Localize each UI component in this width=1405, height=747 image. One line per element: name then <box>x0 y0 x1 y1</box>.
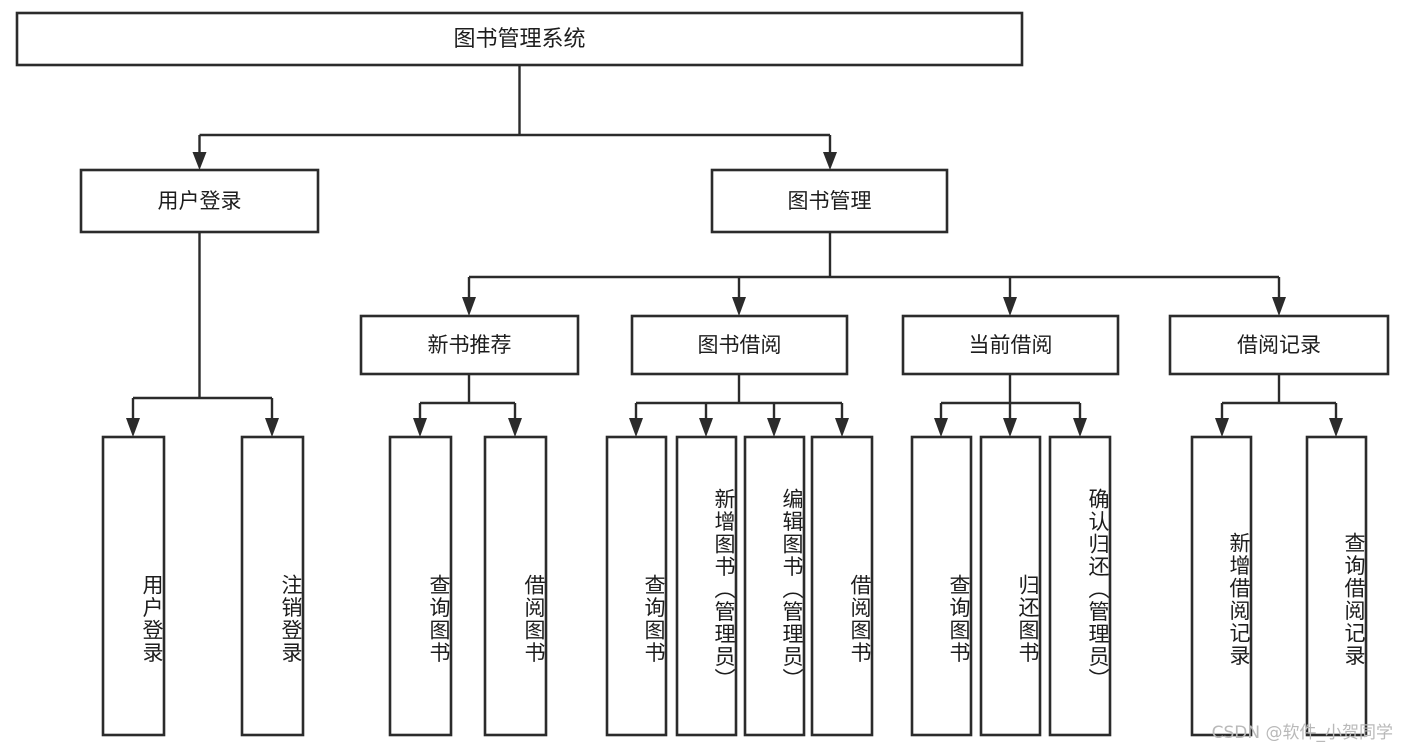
leaf-box-edit-book[interactable] <box>743 435 806 737</box>
node-borrow-record[interactable]: 借阅记录 <box>1168 314 1390 376</box>
arrowhead-leaf-query-record <box>1329 418 1343 437</box>
arrowhead-current-borrow <box>1003 297 1017 316</box>
connector-group-recommend <box>413 374 522 437</box>
leaf-box-query-book-1[interactable] <box>388 435 453 737</box>
node-user-login-box[interactable] <box>79 168 320 234</box>
arrowhead-new-book-recommend <box>462 297 476 316</box>
leaf-box-query-book-3[interactable] <box>910 435 973 737</box>
leaf-box-confirm-return[interactable] <box>1048 435 1112 737</box>
node-book-manage-label: 图书管理 <box>788 189 872 213</box>
node-borrow-record-label: 借阅记录 <box>1237 333 1321 357</box>
node-user-login[interactable]: 用户登录 <box>79 168 320 234</box>
node-root[interactable]: 图书管理系统 <box>15 11 1024 67</box>
node-book-manage-box[interactable] <box>710 168 949 234</box>
arrowhead-leaf-return-book <box>1003 418 1017 437</box>
node-new-book-recommend-label: 新书推荐 <box>428 333 512 357</box>
arrowhead-leaf-query-book-1 <box>413 418 427 437</box>
leaf-box-return-book[interactable] <box>979 435 1042 737</box>
connector-group-borrow-record <box>1215 374 1343 437</box>
leaf-box-add-book[interactable] <box>675 435 738 737</box>
node-book-borrow-box[interactable] <box>630 314 849 376</box>
node-current-borrow-box[interactable] <box>901 314 1120 376</box>
leaf-box-query-record[interactable] <box>1305 435 1368 737</box>
leaf-box-borrow-book-2[interactable] <box>810 435 874 737</box>
arrowhead-leaf-edit-book <box>767 418 781 437</box>
arrowhead-book-borrow <box>732 297 746 316</box>
arrowhead-user-login <box>192 152 207 170</box>
leaf-box-user-login[interactable] <box>101 435 166 737</box>
arrowhead-leaf-logout <box>265 418 279 437</box>
leaf-box-logout[interactable] <box>240 435 305 737</box>
node-borrow-record-box[interactable] <box>1168 314 1390 376</box>
node-user-login-label: 用户登录 <box>158 189 242 213</box>
arrowhead-leaf-borrow-book-1 <box>508 418 522 437</box>
node-book-manage[interactable]: 图书管理 <box>710 168 949 234</box>
node-book-borrow-label: 图书借阅 <box>698 333 782 357</box>
connector-group-user-login <box>126 232 279 437</box>
leaf-box-borrow-book-1[interactable] <box>483 435 548 737</box>
arrowhead-leaf-borrow-book-2 <box>835 418 849 437</box>
arrowhead-leaf-add-book <box>699 418 713 437</box>
arrowhead-leaf-user-login <box>126 418 140 437</box>
leaf-box-add-record[interactable] <box>1190 435 1253 737</box>
node-book-borrow[interactable]: 图书借阅 <box>630 314 849 376</box>
watermark-text: CSDN @软件_小贺同学 <box>1211 723 1393 743</box>
node-current-borrow-label: 当前借阅 <box>969 333 1053 357</box>
arrowhead-borrow-record <box>1272 297 1286 316</box>
connector-group-book-borrow <box>629 374 849 437</box>
arrowhead-leaf-confirm-return <box>1073 418 1087 437</box>
arrowhead-leaf-add-record <box>1215 418 1229 437</box>
arrowhead-book-manage <box>823 152 837 170</box>
node-root-box[interactable] <box>15 11 1024 67</box>
node-root-label: 图书管理系统 <box>453 27 585 52</box>
connector-group-current-borrow <box>934 374 1087 437</box>
connector-group-root <box>192 65 837 170</box>
leaf-box-query-book-2[interactable] <box>605 435 668 737</box>
node-new-book-recommend-box[interactable] <box>359 314 580 376</box>
arrowhead-leaf-query-book-3 <box>934 418 948 437</box>
connector-group-book-manage <box>462 232 1286 316</box>
arrowhead-leaf-query-book-2 <box>629 418 643 437</box>
node-current-borrow[interactable]: 当前借阅 <box>901 314 1120 376</box>
node-new-book-recommend[interactable]: 新书推荐 <box>359 314 580 376</box>
